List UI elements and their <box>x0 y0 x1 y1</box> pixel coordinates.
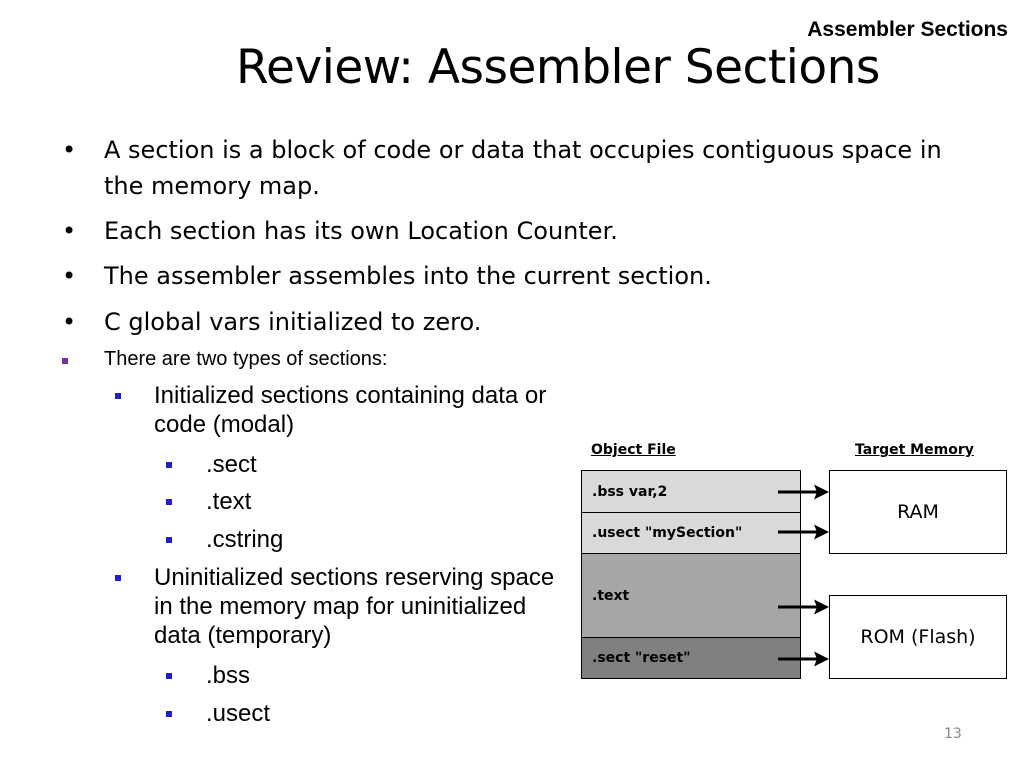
bullet-dot-icon: • <box>62 136 77 164</box>
memory-region-label: ROM (Flash) <box>860 626 976 648</box>
bullet-text: Each section has its own Location Counte… <box>104 217 618 245</box>
object-file-header: Object File <box>591 442 676 458</box>
uninitialized-sections-label: Uninitialized sections reserving space i… <box>154 564 555 649</box>
object-section-text: .text <box>581 553 801 638</box>
bullet-dot-icon: • <box>62 308 77 336</box>
object-section-label: .bss var,2 <box>592 483 668 500</box>
object-section-reset: .sect "reset" <box>581 637 801 679</box>
square-bullet-icon <box>166 499 172 505</box>
object-section-label: .usect "mySection" <box>592 525 743 541</box>
uninitialized-item-bss: .bss <box>206 662 251 689</box>
bullet-text: C global vars initialized to zero. <box>104 308 482 336</box>
object-section-label: .sect "reset" <box>592 650 691 666</box>
page-number: 13 <box>944 726 962 742</box>
initialized-item-cstring: .cstring <box>206 526 284 553</box>
bullet-text: A section is a block of code or data tha… <box>104 136 942 200</box>
bullet-text: The assembler assembles into the current… <box>104 262 712 290</box>
uninitialized-item-usect: .usect <box>206 700 271 727</box>
initialized-item-text: .text <box>206 488 252 515</box>
bullet-dot-icon: • <box>62 217 77 245</box>
square-bullet-icon <box>115 393 121 399</box>
corner-title: Assembler Sections <box>807 18 1008 41</box>
slide-title: Review: Assembler Sections <box>236 40 880 95</box>
memory-region-label: RAM <box>897 501 939 523</box>
initialized-item-sect: .sect <box>206 451 257 478</box>
object-section-usect: .usect "mySection" <box>581 512 801 554</box>
object-section-bss: .bss var,2 <box>581 470 801 513</box>
memory-region-ram: RAM <box>829 470 1007 554</box>
square-bullet-icon <box>166 673 172 679</box>
square-bullet-icon <box>166 462 172 468</box>
square-bullet-icon <box>115 575 121 581</box>
square-bullet-icon <box>166 537 172 543</box>
memory-region-rom: ROM (Flash) <box>829 595 1007 679</box>
initialized-sections-label: Initialized sections containing data or … <box>154 382 547 438</box>
section-types-intro: There are two types of sections: <box>104 348 388 370</box>
target-memory-header: Target Memory <box>855 442 974 458</box>
square-bullet-icon <box>166 711 172 717</box>
object-section-label: .text <box>592 587 630 604</box>
square-bullet-icon <box>62 358 68 364</box>
bullet-dot-icon: • <box>62 262 77 290</box>
